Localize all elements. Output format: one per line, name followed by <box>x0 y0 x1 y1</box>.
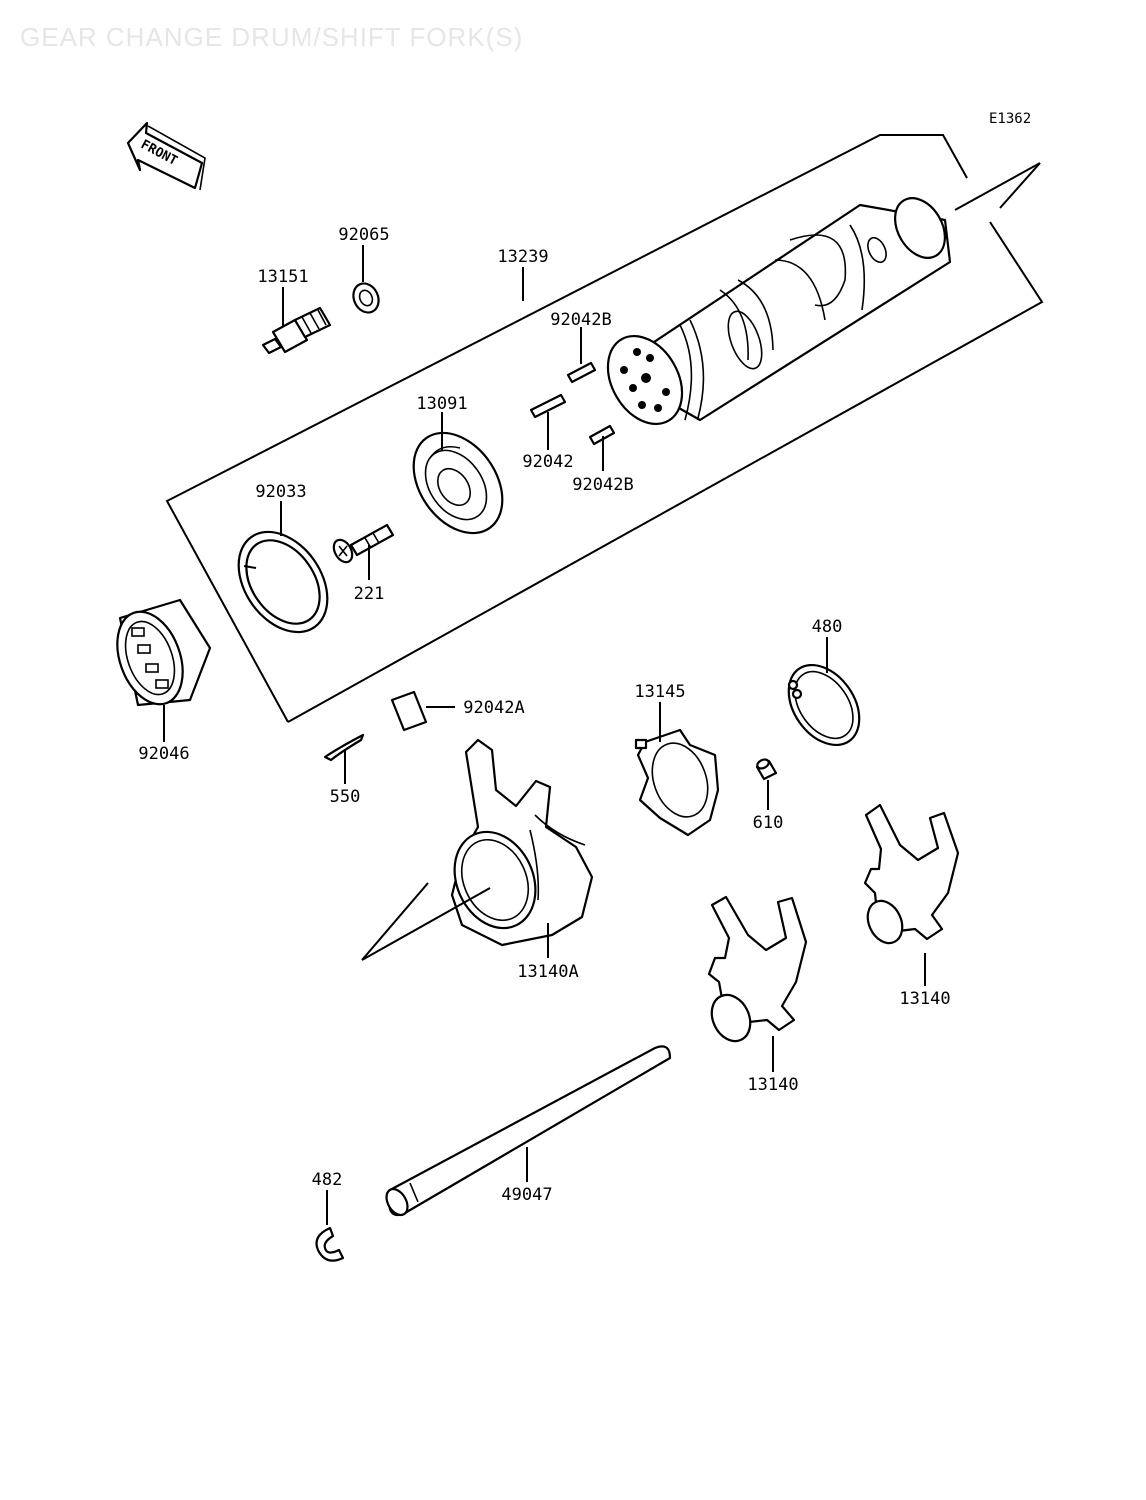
part-label-49047: 49047 <box>501 1185 553 1205</box>
part-label-610: 610 <box>752 813 784 833</box>
shift-fork-part-13140-mid <box>707 895 808 1043</box>
pin-part-92042 <box>529 393 567 419</box>
e-clip-part <box>315 1226 345 1262</box>
part-label-13140-mid: 13140 <box>747 1075 799 1095</box>
part-label-92042a: 92042A <box>463 698 525 718</box>
front-arrow-icon: FRONT <box>126 121 206 191</box>
cam-holder-part <box>634 728 720 837</box>
part-label-13151: 13151 <box>257 267 309 287</box>
part-label-92033: 92033 <box>255 482 307 502</box>
part-label-92042b-top: 92042B <box>550 310 612 330</box>
part-label-13145: 13145 <box>634 682 686 702</box>
diagram-code: E1362 <box>989 111 1032 127</box>
pin-part-92042a <box>390 690 428 732</box>
washer-part <box>352 282 380 314</box>
part-label-92065: 92065 <box>338 225 390 245</box>
part-label-13140-right: 13140 <box>899 989 951 1009</box>
pin-part-92042b-top <box>566 361 597 384</box>
part-label-482: 482 <box>311 1170 343 1190</box>
drum-plate-part <box>412 431 504 535</box>
shift-fork-part-13140-right <box>863 803 960 945</box>
guide-pin-part <box>755 758 778 781</box>
shift-drum-part <box>606 197 952 426</box>
circlip-part <box>787 663 861 747</box>
part-label-480: 480 <box>811 617 843 637</box>
part-label-92042: 92042 <box>522 452 574 472</box>
part-label-550: 550 <box>329 787 361 807</box>
drum-assembly-outline <box>165 134 1044 723</box>
cotter-pin-part <box>323 733 365 762</box>
screw-part <box>332 523 395 564</box>
diagram-title-watermark: GEAR CHANGE DRUM/SHIFT FORK(S) <box>20 22 524 52</box>
part-label-13091: 13091 <box>416 394 468 414</box>
bearing-part <box>116 598 212 707</box>
shift-fork-part-13140a <box>450 738 594 947</box>
part-label-221: 221 <box>353 584 385 604</box>
neutral-switch-part <box>261 306 332 355</box>
retaining-ring-part <box>237 530 329 634</box>
shift-rod-part <box>385 1045 672 1217</box>
part-label-13140a: 13140A <box>517 962 579 982</box>
part-label-92046: 92046 <box>138 744 190 764</box>
part-label-13239: 13239 <box>497 247 549 267</box>
pin-part-92042b-bottom <box>588 424 616 446</box>
part-label-92042b-bottom: 92042B <box>572 475 634 495</box>
